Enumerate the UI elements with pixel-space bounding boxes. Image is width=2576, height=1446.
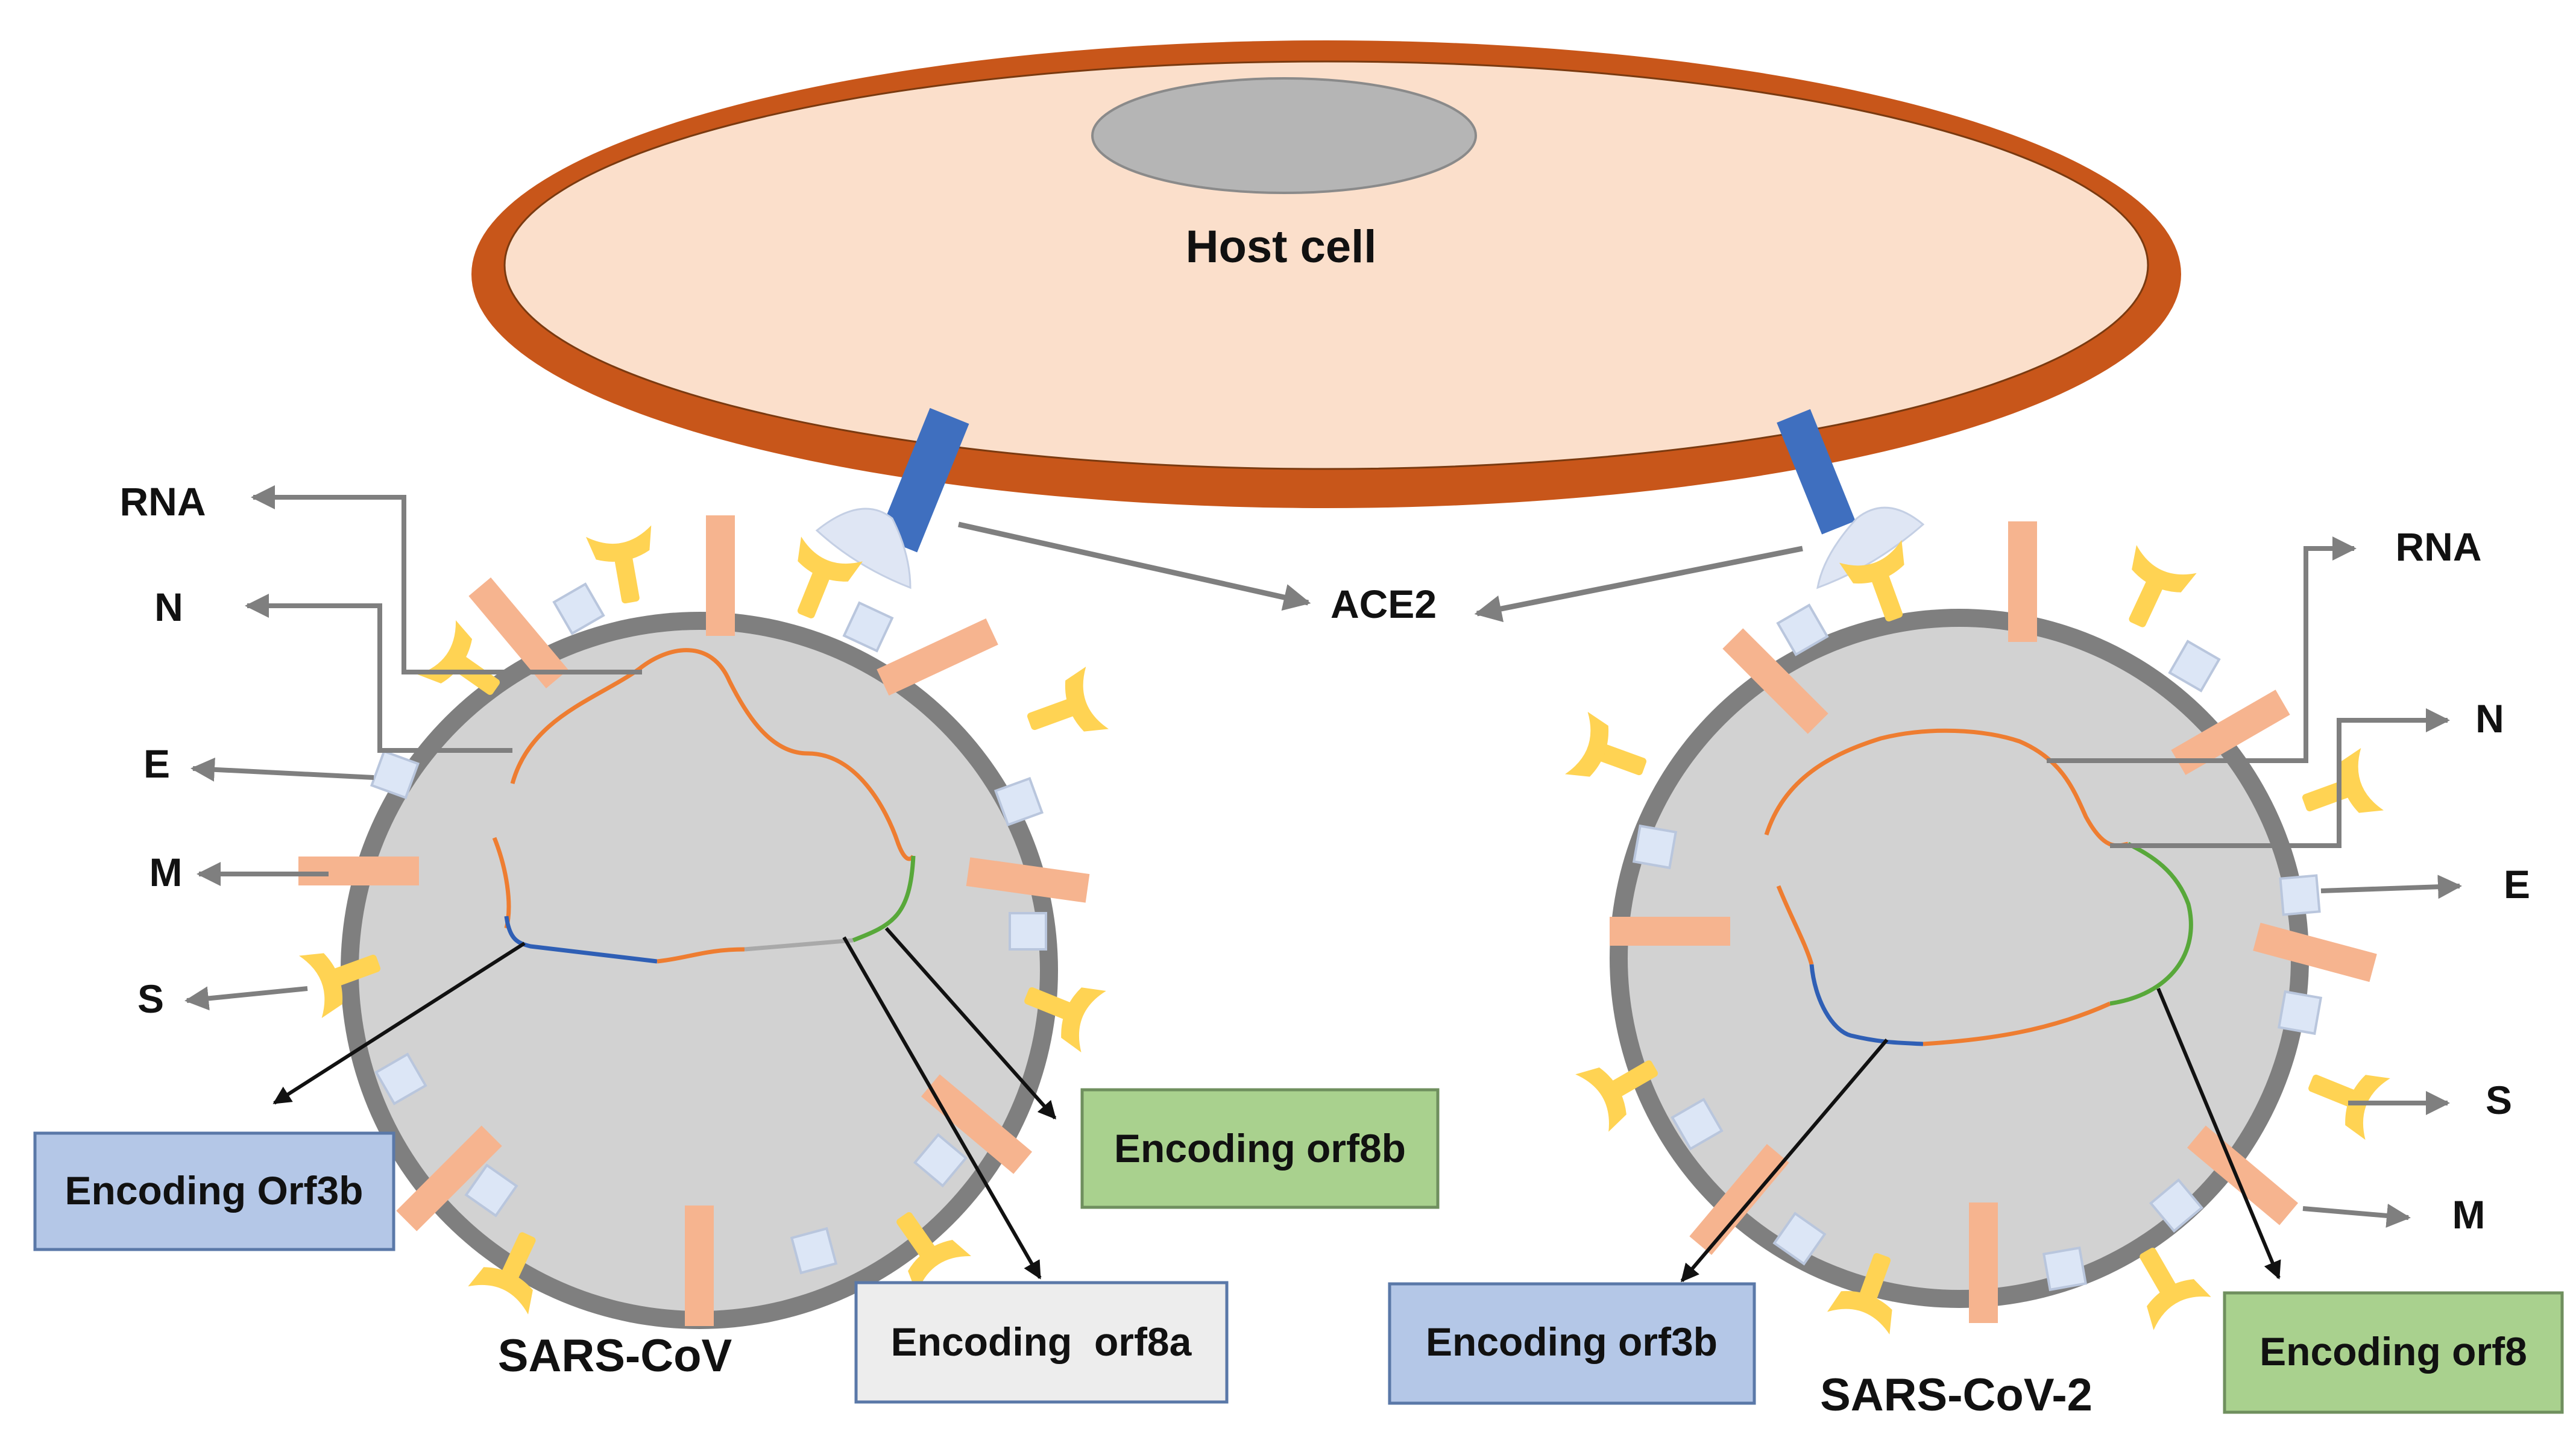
encoding-orf3b-box-right: Encoding orf3b	[1388, 1282, 1756, 1405]
encoding-orf3b-text-left: Encoding Orf3b	[65, 1168, 364, 1213]
spike-protein	[2298, 1051, 2390, 1140]
s-pointer-left	[184, 986, 308, 1011]
encoding-orf8-box-right: Encoding orf8	[2223, 1291, 2564, 1414]
sars-cov-rna	[657, 947, 745, 964]
membrane-protein	[685, 1206, 714, 1326]
sars-cov-rna	[510, 648, 916, 861]
orf8b-pointer-left	[884, 927, 1057, 1120]
e-label-left: E	[143, 741, 170, 786]
host-cell-label: Host cell	[1186, 221, 1377, 272]
sars-cov-core	[359, 630, 1040, 1311]
envelope-protein	[553, 583, 605, 635]
envelope-protein	[790, 1227, 837, 1274]
n-label-left: N	[154, 585, 183, 629]
sars-cov-orf8b-segment	[852, 855, 916, 943]
n-label-right: N	[2475, 696, 2504, 741]
n-pointer-left	[245, 594, 512, 753]
ace2-arrow-left	[958, 521, 1311, 611]
e-label-right: E	[2504, 862, 2530, 907]
encoding-orf8a-text-left: Encoding orf8a	[891, 1319, 1192, 1364]
envelope-protein	[2168, 640, 2220, 692]
orf3b-pointer-right	[1680, 1039, 1889, 1283]
membrane-protein	[1610, 917, 1730, 946]
envelope-protein	[1633, 825, 1677, 869]
sars-cov-2-orf8-segment	[2109, 841, 2193, 1006]
orf3b-pointer-left	[272, 941, 526, 1105]
m-pointer-right	[2302, 1203, 2411, 1228]
m-label-right: M	[2452, 1192, 2486, 1237]
rna-label-left: RNA	[120, 479, 206, 524]
orf8-pointer-right	[2156, 987, 2281, 1280]
spike-protein	[1565, 711, 1656, 799]
spike-protein	[585, 525, 664, 608]
sars-cov-orf3b-segment	[504, 916, 658, 964]
membrane-protein	[298, 857, 419, 885]
sars-cov-virion	[298, 515, 1109, 1329]
encoding-orf8b-text-left: Encoding orf8b	[1114, 1126, 1406, 1171]
host-cell-cytoplasm	[503, 60, 2149, 470]
ace2-arrow-right	[1474, 545, 1803, 623]
envelope-protein	[843, 602, 893, 652]
membrane-protein	[706, 515, 735, 636]
sars-cov-2-title: SARS-CoV-2	[1820, 1369, 2093, 1421]
spike-protein	[1018, 666, 1109, 754]
rna-pointer-right	[2047, 536, 2357, 763]
sars-cov-2-rna	[1923, 1001, 2111, 1046]
host-cell-nucleus	[1091, 77, 1477, 194]
n-pointer-right	[2110, 708, 2450, 848]
envelope-protein	[2042, 1246, 2087, 1291]
s-label-right: S	[2486, 1078, 2512, 1122]
envelope-protein	[2279, 874, 2321, 916]
encoding-orf8a-box-left: Encoding orf8a	[854, 1281, 1229, 1404]
sars-cov-title: SARS-CoV	[498, 1330, 732, 1382]
e-pointer-right	[2320, 875, 2462, 899]
encoding-orf3b-box-left: Encoding Orf3b	[33, 1131, 395, 1251]
ace2-receptor-left	[815, 407, 969, 589]
rna-label-right: RNA	[2396, 524, 2482, 569]
encoding-orf8b-box-left: Encoding orf8b	[1080, 1088, 1440, 1209]
encoding-orf3b-text-right: Encoding orf3b	[1426, 1319, 1718, 1364]
envelope-protein	[1009, 912, 1047, 951]
ace2-label: ACE2	[1331, 582, 1437, 626]
rna-pointer-left	[251, 485, 642, 674]
host-cell: Host cell	[471, 40, 2181, 508]
envelope-protein	[2278, 990, 2322, 1035]
spike-protein	[2106, 545, 2197, 639]
encoding-orf8-text-right: Encoding orf8	[2260, 1329, 2527, 1374]
sars-cov-2-rna	[1776, 885, 1814, 965]
membrane-protein	[877, 618, 998, 696]
e-pointer-left	[191, 757, 374, 782]
sars-cov-2-orf3b-segment	[1809, 964, 1924, 1046]
membrane-protein	[2008, 521, 2037, 642]
sars-cov-2-core	[1628, 627, 2291, 1290]
membrane-protein	[1969, 1202, 1998, 1323]
orf8a-pointer-left	[842, 936, 1042, 1280]
s-label-left: S	[137, 976, 164, 1021]
sars-cov-orf8a-segment	[744, 938, 854, 952]
sars-cov-2-rna	[1764, 728, 2129, 848]
sars-cov-2-virion	[1565, 521, 2390, 1334]
m-label-left: M	[150, 850, 183, 894]
